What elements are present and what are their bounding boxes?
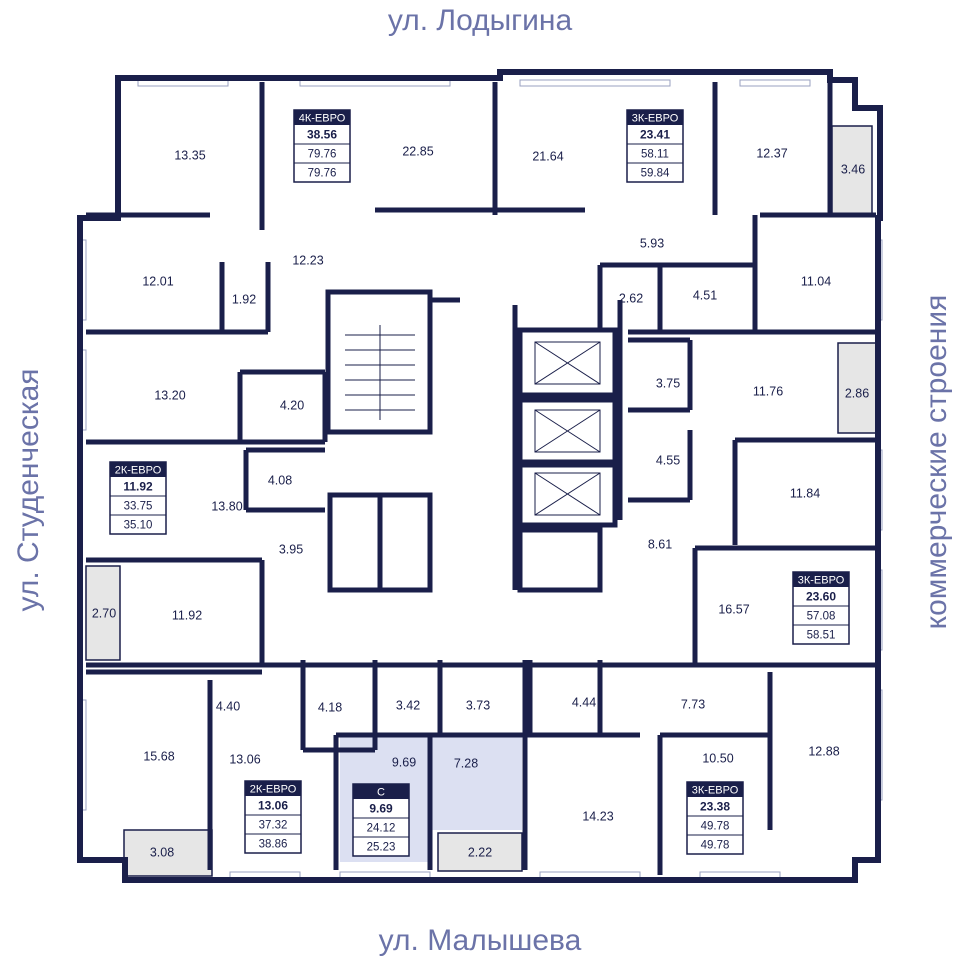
apartment-tag-header <box>110 462 166 477</box>
room-area-label: 11.92 <box>172 608 202 622</box>
room-area-label: 3.46 <box>841 162 865 176</box>
room-area-label: 2.70 <box>92 606 116 620</box>
room-area-label: 3.73 <box>466 698 490 712</box>
apartment-tag: С 9.69 24.12 25.23 <box>352 783 410 857</box>
apartment-tag-header <box>793 572 849 587</box>
street-left-label: ул. Студенческая <box>12 368 45 611</box>
apartment-type: 3К-ЕВРО <box>692 784 739 796</box>
apartment-total-area: 79.76 <box>308 149 337 161</box>
apartment-tag: 2К-ЕВРО 13.06 37.32 38.86 <box>244 780 302 854</box>
apartment-tag-header <box>353 784 409 799</box>
room-area-label: 4.20 <box>280 398 304 412</box>
room-area-label: 3.95 <box>279 542 303 556</box>
apartment-total-with-balcony: 38.86 <box>259 839 288 851</box>
balconies <box>85 125 877 877</box>
room-area-label: 16.57 <box>718 602 749 616</box>
apartment-type: 3К-ЕВРО <box>798 574 845 586</box>
room-area-label: 2.22 <box>468 845 492 859</box>
room-area-labels: 13.35 22.85 21.64 12.37 3.46 12.23 5.93 12.01 1.… <box>92 144 869 859</box>
apartment-type: 2К-ЕВРО <box>250 783 297 795</box>
room-area-label: 3.75 <box>656 376 680 390</box>
apartment-living-area: 38.56 <box>307 128 337 142</box>
apartment-tags: 4К-ЕВРО 38.56 79.76 79.76 3К-ЕВРО 23.41 58.11 5… <box>109 109 850 857</box>
room-area-label: 2.62 <box>619 291 643 305</box>
apartment-tag-header <box>294 110 350 125</box>
room-area-label: 4.18 <box>318 700 342 714</box>
room-area-label: 15.68 <box>143 749 174 763</box>
room-area-label: 1.92 <box>232 292 256 306</box>
room-area-label: 8.61 <box>648 537 672 551</box>
apartment-total-with-balcony: 79.76 <box>308 168 337 180</box>
apartment-living-area: 9.69 <box>369 802 393 816</box>
room-area-label: 2.86 <box>845 386 869 400</box>
apartment-type: 2К-ЕВРО <box>115 464 162 476</box>
apartment-type: 4К-ЕВРО <box>299 112 346 124</box>
apartment-total-area: 49.78 <box>701 821 730 833</box>
apartment-total-with-balcony: 25.23 <box>367 842 396 854</box>
apartment-total-area: 37.32 <box>259 820 288 832</box>
apartment-living-area: 23.41 <box>640 128 670 142</box>
room-area-label: 5.93 <box>640 236 664 250</box>
apartment-total-with-balcony: 49.78 <box>701 840 730 852</box>
room-area-label: 12.88 <box>808 744 839 758</box>
room-area-label: 14.23 <box>582 809 613 823</box>
room-area-label: 11.84 <box>790 486 820 500</box>
interior-walls <box>86 82 876 875</box>
apartment-tag: 3К-ЕВРО 23.60 57.08 58.51 <box>792 571 850 645</box>
apartment-total-with-balcony: 35.10 <box>124 520 153 532</box>
apartment-total-with-balcony: 59.84 <box>641 168 670 180</box>
apartment-tag: 4К-ЕВРО 38.56 79.76 79.76 <box>293 109 351 183</box>
room-area-label: 13.20 <box>154 388 185 402</box>
room-area-label: 7.28 <box>454 756 478 770</box>
apartment-living-area: 11.92 <box>123 480 153 494</box>
apartment-tag: 3К-ЕВРО 23.41 58.11 59.84 <box>626 109 684 183</box>
apartment-tag-header <box>627 110 683 125</box>
stair-symbol <box>345 325 415 420</box>
room-area-label: 3.08 <box>150 845 174 859</box>
apartment-total-area: 24.12 <box>367 823 396 835</box>
room-area-label: 12.23 <box>292 253 323 267</box>
room-area-label: 4.44 <box>572 695 596 709</box>
room-area-label: 4.40 <box>216 699 240 713</box>
room-area-label: 11.76 <box>753 384 783 398</box>
street-bottom-label: ул. Малышева <box>379 924 582 957</box>
room-area-label: 13.80 <box>211 499 242 513</box>
room-area-label: 10.50 <box>702 751 733 765</box>
apartment-total-area: 33.75 <box>124 501 153 513</box>
room-area-label: 4.08 <box>268 473 292 487</box>
room-area-label: 11.04 <box>801 274 831 288</box>
room-area-label: 22.85 <box>402 144 433 158</box>
room-area-label: 13.35 <box>174 148 205 162</box>
room-area-label: 12.01 <box>142 274 173 288</box>
apartment-living-area: 23.38 <box>700 800 730 814</box>
street-top-label: ул. Лодыгина <box>388 4 573 37</box>
apartment-total-area: 58.11 <box>641 149 669 161</box>
elevator-symbol <box>534 341 601 516</box>
apartment-living-area: 23.60 <box>806 590 836 604</box>
room-area-label: 12.37 <box>756 146 787 160</box>
apartment-tag: 3К-ЕВРО 23.38 49.78 49.78 <box>686 781 744 855</box>
apartment-living-area: 13.06 <box>258 799 288 813</box>
room-area-label: 7.73 <box>681 697 705 711</box>
apartment-total-with-balcony: 58.51 <box>807 630 836 642</box>
room-area-label: 4.51 <box>693 288 717 302</box>
room-area-label: 9.69 <box>392 755 416 769</box>
room-area-label: 4.55 <box>656 453 680 467</box>
room-area-label: 21.64 <box>532 149 563 163</box>
outer-walls <box>77 69 883 883</box>
apartment-tag: 2К-ЕВРО 11.92 33.75 35.10 <box>109 461 167 535</box>
room-area-label: 13.06 <box>229 752 260 766</box>
room-area-label: 3.42 <box>396 698 420 712</box>
street-right-label: коммерческие строения <box>920 295 953 630</box>
apartment-tag-header <box>245 781 301 796</box>
apartment-type: С <box>377 786 385 798</box>
apartment-total-area: 57.08 <box>807 611 836 623</box>
apartment-tag-header <box>687 782 743 797</box>
apartment-type: 3К-ЕВРО <box>632 112 679 124</box>
